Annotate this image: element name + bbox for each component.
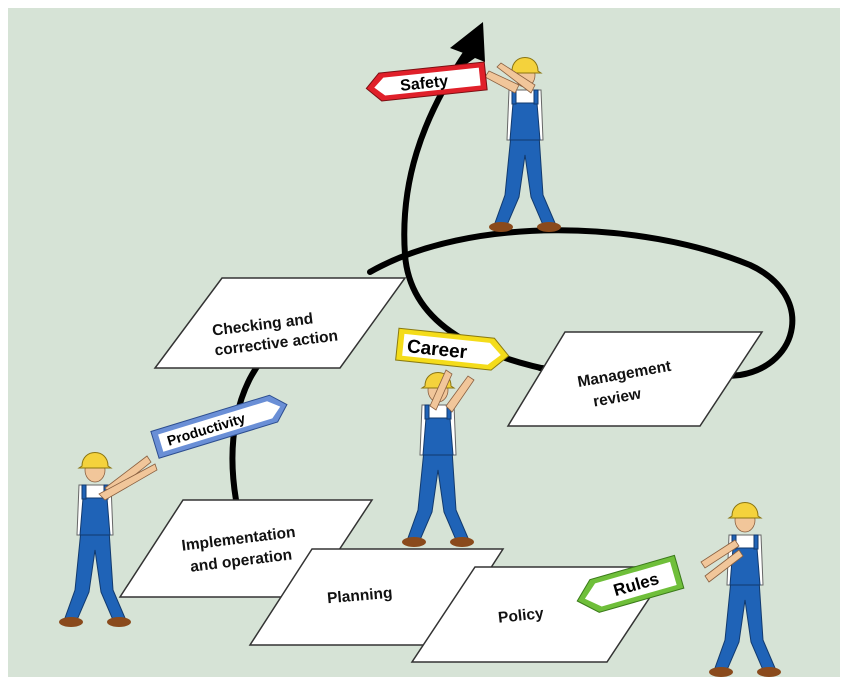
- worker-icon: [484, 57, 562, 233]
- worker-icon: [401, 369, 475, 548]
- svg-text:Planning: Planning: [326, 585, 393, 608]
- step-card-checking: Checking and corrective action: [153, 277, 407, 369]
- arrow-head-icon: [450, 22, 485, 70]
- step-card-management: Management review: [506, 331, 764, 427]
- sign-safety: Safety: [365, 61, 488, 102]
- svg-text:Policy: Policy: [497, 605, 545, 627]
- svg-text:Safety: Safety: [399, 73, 449, 95]
- sign-career: Career: [395, 327, 510, 371]
- sign-productivity: Productivity: [150, 394, 288, 459]
- worker-icon: [700, 502, 782, 678]
- worker-icon: [58, 452, 158, 628]
- sign-rules: Rules: [576, 554, 685, 613]
